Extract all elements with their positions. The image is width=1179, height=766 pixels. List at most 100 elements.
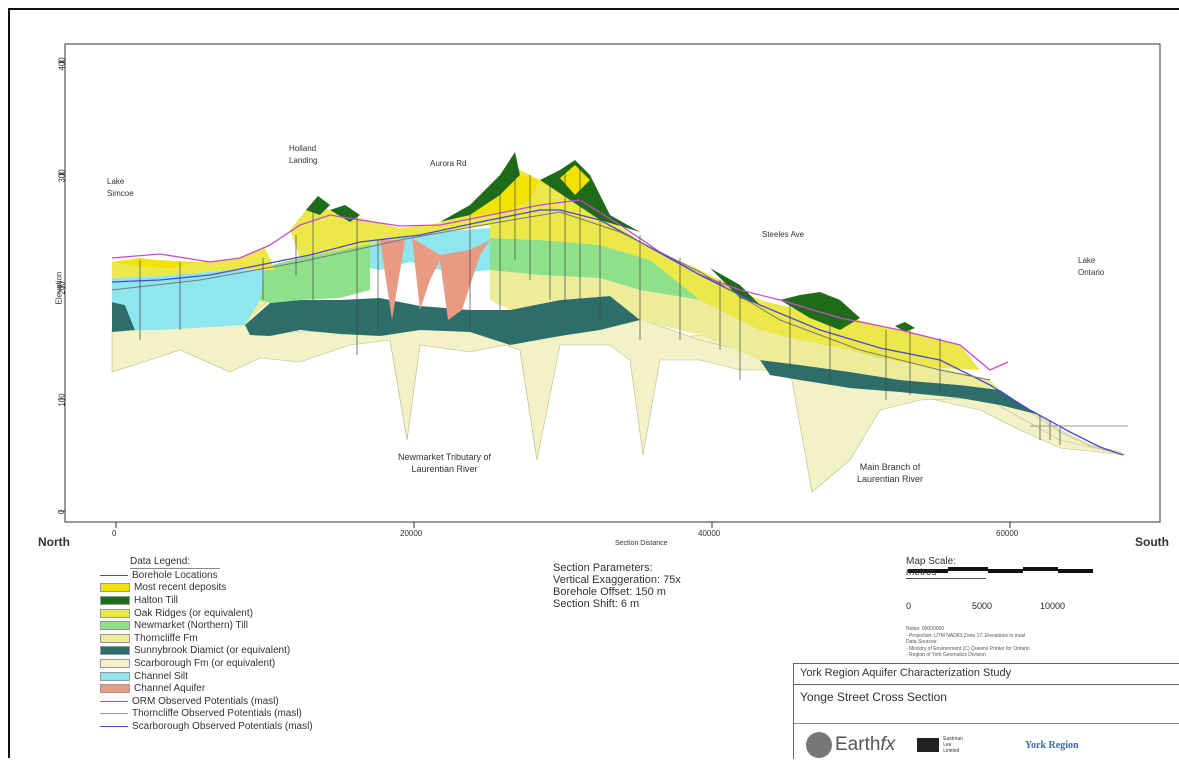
layer-channel-aquifer bbox=[380, 238, 490, 320]
x-tick-0: 0 bbox=[112, 529, 117, 538]
scale-tick-0: 0 bbox=[906, 601, 912, 611]
section-parameters: Section Parameters: Vertical Exaggeratio… bbox=[553, 562, 681, 610]
legend-item: Channel Aquifer bbox=[100, 682, 380, 695]
map-scale-title: Map Scale: metres bbox=[906, 556, 986, 579]
legend-item: Oak Ridges (or equivalent) bbox=[100, 607, 380, 620]
legend-label: Scarborough Fm (or equivalent) bbox=[134, 657, 276, 669]
y-tick-200: 200 bbox=[57, 281, 67, 295]
layer-sunnybrook bbox=[112, 296, 1040, 415]
frame-border-top bbox=[8, 8, 1179, 10]
y-tick-300: 300 bbox=[57, 169, 67, 183]
legend-swatch bbox=[100, 725, 128, 727]
legend-swatch bbox=[100, 684, 130, 694]
y-ticks bbox=[58, 61, 65, 512]
legend-item: Scarborough Observed Potentials (masl) bbox=[100, 720, 380, 733]
y-tick-0: 0 bbox=[57, 509, 67, 515]
newmarket-tributary-label: Newmarket Tributary of Laurentian River bbox=[398, 452, 492, 474]
globe-icon bbox=[806, 732, 832, 758]
legend-swatch bbox=[100, 671, 130, 681]
note-line: Notes: 00000000 bbox=[906, 626, 945, 632]
legend-item: Newmarket (Northern) Till bbox=[100, 619, 380, 632]
legend-label: Borehole Locations bbox=[132, 569, 218, 581]
note-line: - Region of York Geomatics Division bbox=[906, 652, 986, 658]
map-scale: Map Scale: metres 0 5000 10000 bbox=[906, 556, 1106, 611]
legend-label: Channel Silt bbox=[134, 670, 188, 682]
section-shift: Section Shift: 6 m bbox=[553, 598, 640, 610]
x-tick-60000: 60000 bbox=[996, 529, 1019, 538]
legend-item: Channel Silt bbox=[100, 670, 380, 683]
legend-label: Thorncliffe Fm bbox=[134, 632, 198, 644]
scarborough-potential-line bbox=[111, 209, 1124, 456]
legend-swatch bbox=[100, 658, 130, 668]
legend-swatch bbox=[100, 621, 130, 631]
north-label: North bbox=[38, 535, 70, 549]
holland-landing-label: Holland Landing bbox=[289, 144, 318, 165]
layer-halton bbox=[306, 152, 915, 332]
legend-item: ORM Observed Potentials (masl) bbox=[100, 695, 380, 708]
york-region-logo: York Region bbox=[1024, 739, 1079, 751]
legend-item: Borehole Locations bbox=[100, 569, 380, 582]
legend-label: Oak Ridges (or equivalent) bbox=[134, 607, 253, 619]
eastman-lee-icon bbox=[917, 738, 940, 752]
legend-label: Newmarket (Northern) Till bbox=[134, 620, 248, 632]
map-scale-bar bbox=[908, 567, 1093, 573]
legend-item: Thorncliffe Observed Potentials (masl) bbox=[100, 708, 380, 721]
layer-oak-ridges bbox=[112, 170, 980, 370]
x-tick-20000: 20000 bbox=[400, 529, 423, 538]
legend-swatch bbox=[100, 583, 130, 593]
x-tick-40000: 40000 bbox=[698, 529, 721, 538]
y-tick-400: 400 bbox=[57, 57, 67, 71]
legend-label: Thorncliffe Observed Potentials (masl) bbox=[132, 708, 302, 720]
legend-swatch bbox=[100, 713, 128, 715]
x-axis-label: Section Distance bbox=[615, 540, 668, 547]
legend-label: Channel Aquifer bbox=[134, 683, 206, 695]
scale-tick-10000: 10000 bbox=[1040, 601, 1066, 611]
notes-block: Notes: 00000000 - Projection: UTM NAD83 … bbox=[906, 626, 1146, 659]
legend-swatch bbox=[100, 574, 128, 576]
scale-tick-5000: 5000 bbox=[972, 601, 993, 611]
legend-label: ORM Observed Potentials (masl) bbox=[132, 695, 279, 707]
legend-swatch bbox=[100, 700, 128, 702]
legend-swatch bbox=[100, 646, 130, 656]
legend-swatch bbox=[100, 608, 130, 618]
study-title: York Region Aquifer Characterization Stu… bbox=[794, 664, 1179, 685]
legend-item: Halton Till bbox=[100, 594, 380, 607]
x-ticks bbox=[115, 522, 1011, 528]
legend-item: Most recent deposits bbox=[100, 582, 380, 595]
section-title: Yonge Street Cross Section bbox=[794, 685, 1179, 724]
section-parameters-title: Section Parameters: bbox=[553, 562, 653, 574]
legend-item: Scarborough Fm (or equivalent) bbox=[100, 657, 380, 670]
aurora-rd-label: Aurora Rd bbox=[430, 159, 467, 168]
y-tick-100: 100 bbox=[57, 393, 67, 407]
legend-label: Most recent deposits bbox=[134, 582, 227, 594]
note-line: - Projection: UTM NAD83 Zone 17. Elevati… bbox=[906, 632, 1026, 639]
legend-item: Sunnybrook Diamict (or equivalent) bbox=[100, 645, 380, 658]
lake-simcoe-label: Lake Simcoe bbox=[107, 177, 134, 198]
frame-border-left bbox=[8, 8, 10, 758]
borehole-offset: Borehole Offset: 150 m bbox=[553, 586, 666, 598]
legend-swatch bbox=[100, 633, 130, 643]
legend-label: Sunnybrook Diamict (or equivalent) bbox=[134, 645, 291, 657]
eastman-lee-logo: Eastman Lee Limited bbox=[917, 736, 963, 754]
legend-label: Scarborough Observed Potentials (masl) bbox=[132, 720, 313, 732]
layer-thorncliffe bbox=[112, 270, 1000, 390]
borehole-locations bbox=[139, 160, 1061, 445]
legend-label: Halton Till bbox=[134, 594, 178, 606]
legend-swatch bbox=[100, 595, 130, 605]
note-line: Data Sources: bbox=[906, 639, 938, 645]
vertical-exaggeration: Vertical Exaggeration: 75x bbox=[553, 574, 681, 586]
steeles-ave-label: Steeles Ave bbox=[762, 230, 805, 239]
note-line: - Ministry of Environment (C) Queens Pri… bbox=[906, 645, 1030, 652]
title-block: York Region Aquifer Characterization Stu… bbox=[793, 663, 1179, 759]
thorncliffe-potential-line bbox=[111, 211, 991, 381]
main-branch-label: Main Branch of Laurentian River bbox=[857, 462, 924, 484]
legend-title: Data Legend: bbox=[130, 556, 220, 569]
orm-potential-line bbox=[111, 199, 1009, 371]
legend-item: Thorncliffe Fm bbox=[100, 632, 380, 645]
south-label: South bbox=[1135, 535, 1169, 549]
lake-ontario-label: Lake Ontario bbox=[1078, 256, 1105, 277]
